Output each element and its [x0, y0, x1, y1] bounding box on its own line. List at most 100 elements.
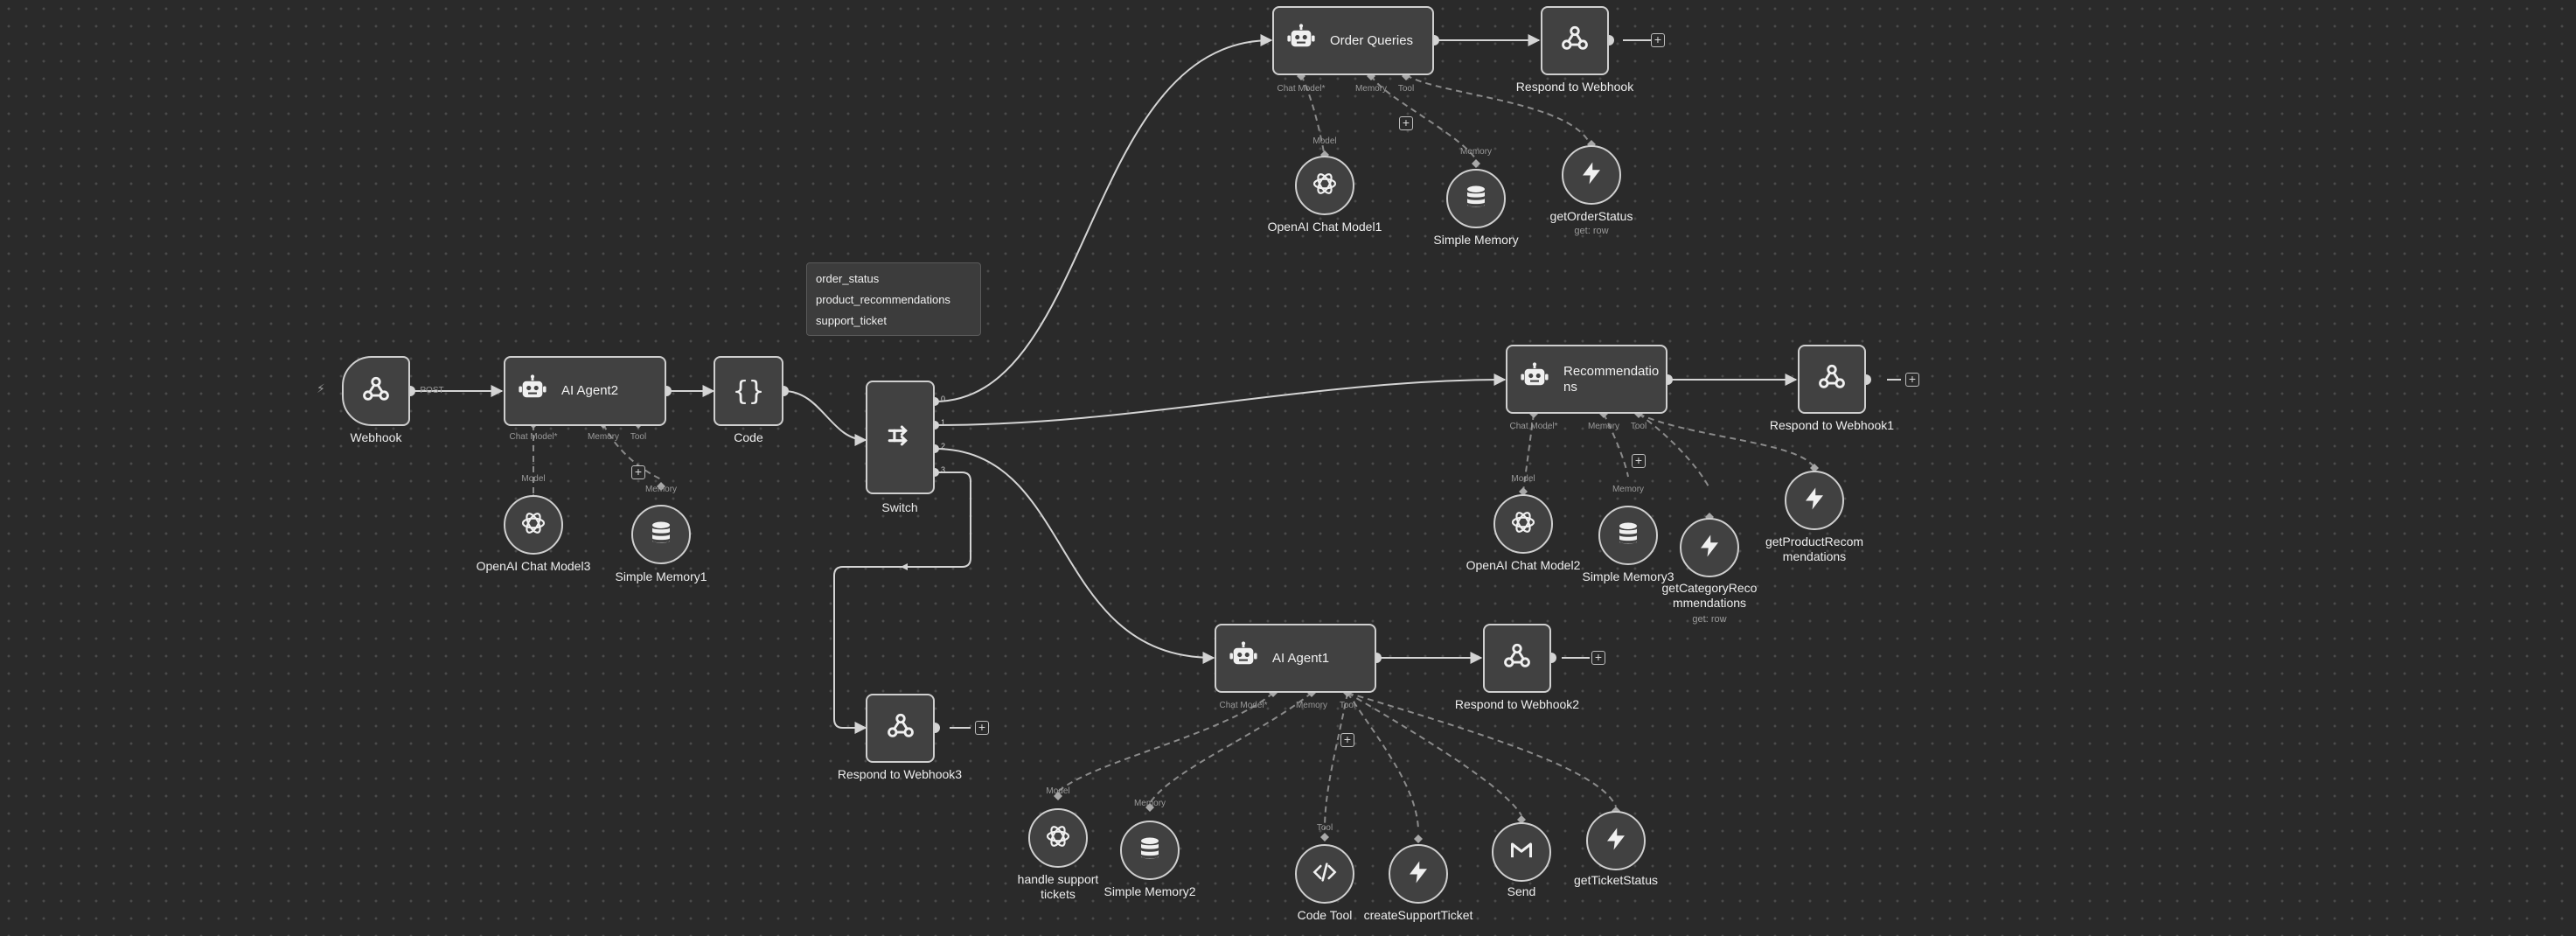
node-get-category-recommendations-label: getCategoryRecommendations — [1661, 581, 1758, 610]
code-icon — [1312, 860, 1337, 889]
node-respond-to-webhook3[interactable] — [866, 694, 935, 763]
rule-item: order_status — [816, 272, 880, 285]
port-label-chat-model: Chat Model* — [1509, 422, 1558, 431]
node-openai-chat-model3[interactable] — [504, 495, 563, 555]
webhook-icon — [1502, 641, 1532, 675]
edge-switch-recommend — [934, 374, 1507, 426]
robot-icon — [1286, 24, 1316, 58]
node-switch-label: Switch — [881, 500, 918, 514]
port-label-tool: Tool — [1339, 701, 1356, 710]
node-code-tool[interactable] — [1295, 844, 1354, 904]
node-recommendations[interactable]: Recommendations — [1506, 345, 1667, 414]
node-ai-agent1-title: AI Agent1 — [1272, 650, 1330, 666]
node-respond-to-webhook3-label: Respond to Webhook3 — [837, 767, 963, 781]
node-simple-memory[interactable] — [1446, 169, 1506, 228]
node-openai-chat-model1[interactable] — [1295, 156, 1354, 215]
node-webhook-label: Webhook — [350, 430, 402, 444]
add-tool-button[interactable]: + — [631, 465, 645, 479]
webhook-icon — [1560, 24, 1590, 58]
port-label-model: Model — [1511, 474, 1535, 484]
port-label-chat-model: Chat Model* — [509, 432, 558, 442]
node-get-product-recommendations-label: getProductRecommendations — [1765, 534, 1864, 563]
gmail-icon — [1509, 838, 1534, 867]
robot-icon — [1229, 641, 1258, 675]
add-node-button[interactable]: + — [1905, 373, 1919, 387]
add-node-button[interactable]: + — [1651, 33, 1665, 47]
node-respond-to-webhook2-label: Respond to Webhook2 — [1454, 697, 1580, 711]
switch-output-0: 0 — [941, 395, 946, 403]
add-node-button[interactable]: + — [1591, 651, 1605, 665]
port-label-tool: Tool — [1316, 823, 1333, 833]
node-respond-to-webhook-label: Respond to Webhook — [1515, 80, 1634, 94]
node-openai-chat-model1-label: OpenAI Chat Model1 — [1267, 220, 1382, 234]
webhook-icon — [1817, 362, 1847, 396]
node-handle-support-tickets-label: handle support tickets — [1017, 872, 1099, 901]
port-label-memory: Memory — [1133, 799, 1166, 808]
node-handle-support-tickets[interactable] — [1028, 808, 1088, 868]
rule-item: support_ticket — [816, 314, 887, 327]
add-tool-button[interactable]: + — [1632, 454, 1646, 468]
node-code[interactable]: {} — [714, 356, 783, 426]
node-simple-memory3[interactable] — [1598, 506, 1658, 565]
node-respond-to-webhook[interactable] — [1541, 6, 1609, 75]
node-switch[interactable] — [866, 381, 935, 494]
switch-rules-tooltip: order_status product_recommendations sup… — [806, 262, 981, 336]
node-order-queries-title: Order Queries — [1330, 32, 1414, 48]
switch-output-2: 2 — [941, 442, 946, 451]
switch-output-1: 1 — [941, 418, 946, 427]
node-simple-memory-label: Simple Memory — [1433, 233, 1519, 247]
add-node-button[interactable]: + — [975, 721, 989, 735]
webhook-method-label: POST — [420, 386, 444, 395]
node-simple-memory2-label: Simple Memory2 — [1104, 884, 1196, 898]
robot-icon — [1520, 362, 1549, 396]
node-get-ticket-status-label: getTicketStatus — [1574, 873, 1658, 887]
port-label-memory: Memory — [1587, 422, 1620, 431]
bolt-icon — [1801, 485, 1828, 516]
node-code-tool-label: Code Tool — [1297, 908, 1353, 922]
port-label-memory: Memory — [644, 485, 678, 494]
node-ai-agent2-title: AI Agent2 — [561, 383, 619, 398]
node-send[interactable] — [1492, 822, 1551, 882]
port-label-tool: Tool — [1397, 84, 1415, 94]
node-simple-memory1[interactable] — [631, 505, 691, 564]
robot-icon — [518, 374, 547, 409]
node-create-support-ticket[interactable] — [1389, 844, 1448, 904]
node-get-product-recommendations[interactable] — [1785, 471, 1844, 530]
edge-switch-agent1 — [934, 448, 1215, 664]
port-label-memory: Memory — [1459, 147, 1493, 157]
node-get-category-recommendations[interactable] — [1680, 518, 1739, 577]
node-ai-agent2[interactable]: AI Agent2 — [504, 356, 666, 426]
port-label-memory: Memory — [1612, 485, 1645, 494]
switch-icon — [886, 421, 916, 455]
node-respond-to-webhook1[interactable] — [1798, 345, 1866, 414]
node-order-queries[interactable]: Order Queries — [1272, 6, 1434, 75]
port-label-model: Model — [1312, 136, 1337, 146]
edge-switch-order — [934, 34, 1273, 402]
openai-icon — [519, 509, 547, 541]
switch-output-3: 3 — [941, 465, 946, 474]
node-simple-memory3-label: Simple Memory3 — [1582, 569, 1674, 583]
node-webhook[interactable] — [342, 356, 410, 426]
database-icon — [648, 520, 674, 550]
node-openai-chat-model2[interactable] — [1493, 494, 1553, 554]
node-simple-memory1-label: Simple Memory1 — [615, 569, 707, 583]
node-ai-agent1[interactable]: AI Agent1 — [1215, 624, 1376, 693]
openai-icon — [1509, 508, 1537, 541]
node-get-order-status-sub: get: row — [1574, 226, 1609, 236]
bolt-icon — [1603, 826, 1629, 856]
add-tool-button[interactable]: + — [1340, 733, 1354, 747]
database-icon — [1463, 184, 1489, 214]
port-label-memory: Memory — [587, 432, 620, 442]
node-code-label: Code — [734, 430, 763, 444]
add-tool-button[interactable]: + — [1399, 116, 1413, 130]
port-label-chat-model: Chat Model* — [1219, 701, 1268, 710]
node-simple-memory2[interactable] — [1120, 821, 1180, 880]
node-get-order-status[interactable] — [1562, 145, 1621, 205]
node-get-ticket-status[interactable] — [1586, 811, 1646, 870]
node-respond-to-webhook2[interactable] — [1483, 624, 1551, 693]
bolt-icon — [1696, 533, 1723, 563]
node-create-support-ticket-label: createSupportTicket — [1363, 908, 1473, 922]
port-label-tool: Tool — [1630, 422, 1647, 431]
